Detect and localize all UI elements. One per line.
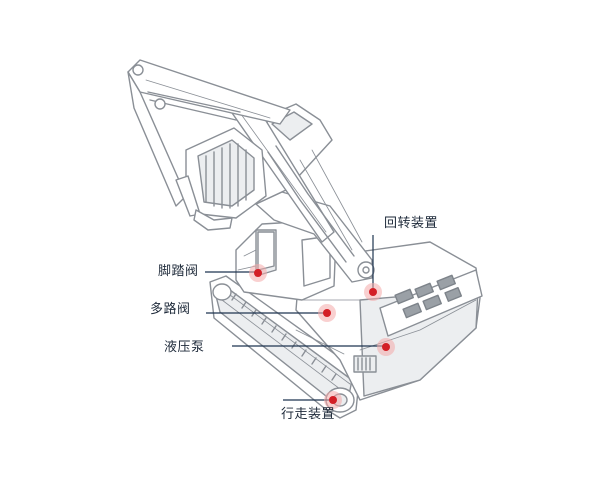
- upper-body: [295, 241, 483, 401]
- label-hydraulic-pump: 液压泵: [164, 340, 205, 355]
- boom: [255, 103, 375, 283]
- label-multiway-valve: 多路阀: [150, 302, 191, 317]
- label-pedal-valve: 脚踏阀: [158, 264, 199, 279]
- marker-pedal-valve[interactable]: [249, 264, 267, 282]
- label-travel-device: 行走装置: [281, 407, 336, 422]
- component-markers: [249, 264, 395, 409]
- arm: [127, 59, 291, 207]
- label-slew-device: 回转装置: [384, 216, 439, 231]
- marker-travel-device[interactable]: [324, 391, 342, 409]
- marker-hydraulic-pump[interactable]: [377, 338, 395, 356]
- track-pads: [231, 293, 337, 381]
- marker-multiway-valve[interactable]: [318, 304, 336, 322]
- bucket-ribs: [205, 143, 247, 209]
- marker-slew-device[interactable]: [364, 283, 382, 301]
- engine-vents: [394, 274, 463, 319]
- excavator-illustration: [127, 59, 483, 419]
- side-grille: [353, 355, 377, 373]
- bucket: [175, 127, 267, 231]
